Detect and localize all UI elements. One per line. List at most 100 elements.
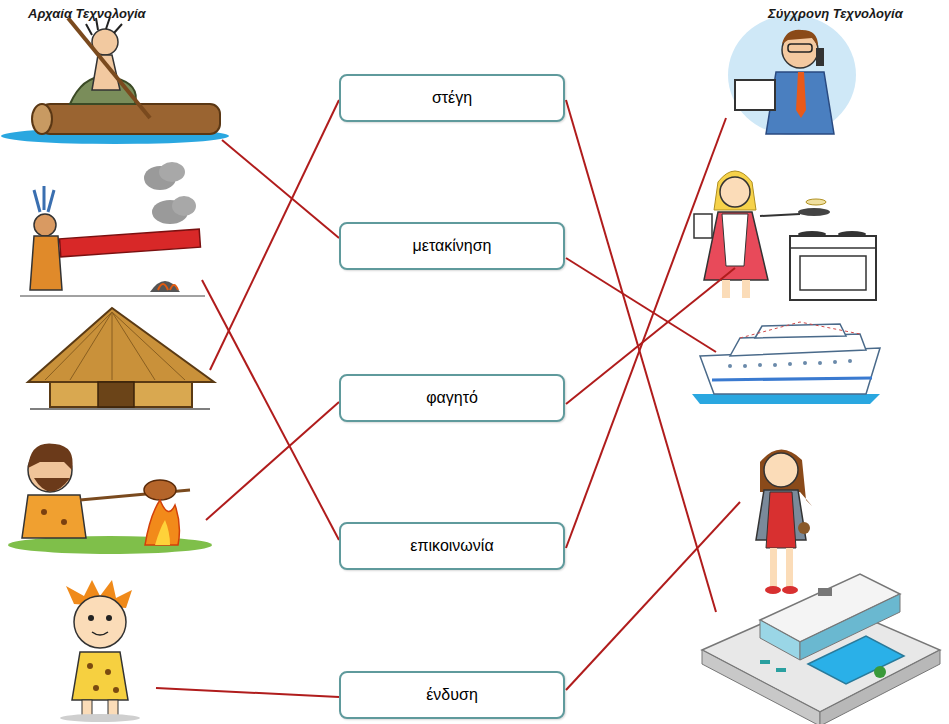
smoke-signal-picture: [20, 162, 205, 296]
caveman-cooking-picture-part: [22, 495, 86, 538]
log-boat-picture-part: [40, 104, 220, 134]
child-in-skin-picture-part: [105, 669, 111, 675]
modern-house-picture-part: [808, 636, 904, 684]
cook-stove-picture-part: [798, 231, 826, 237]
matching-line-part: [566, 118, 726, 548]
cruise-ship-picture-part-part: [833, 360, 837, 364]
term-text: επικοινωνία: [410, 536, 493, 555]
cook-stove-picture-part: [806, 199, 826, 205]
modern-house-picture-part: [702, 650, 820, 724]
cruise-ship-picture-part: [692, 394, 880, 404]
caveman-cooking-picture-part: [28, 444, 73, 471]
caveman-cooking-picture-part: [61, 519, 67, 525]
cruise-ship-picture-part-part: [803, 361, 807, 365]
child-in-skin-picture-part: [113, 687, 119, 693]
businessman-picture-part: [766, 72, 834, 134]
businessman-picture-part: [735, 80, 775, 110]
smoke-signal-picture-part: [159, 162, 185, 182]
cruise-ship-picture-part-part: [788, 362, 792, 366]
cook-stove-picture-part: [722, 280, 730, 298]
hut-picture-part: [98, 382, 134, 407]
cruise-ship-picture-part: [728, 359, 852, 368]
businessman-picture-part: [728, 15, 856, 135]
businessman-picture-part: [816, 48, 824, 66]
term-box: επικοινωνία: [339, 522, 565, 570]
smoke-signal-picture-part: [172, 196, 196, 216]
cook-stove-picture-part: [798, 208, 830, 216]
matching-line-part: [156, 688, 339, 697]
child-in-skin-picture-part: [74, 596, 126, 648]
term-box: μετακίνηση: [339, 222, 565, 270]
child-in-skin-picture-part: [88, 615, 94, 621]
cruise-ship-picture-part: [740, 322, 860, 338]
caveman-cooking-picture-part: [34, 478, 70, 492]
hut-picture-part: [28, 308, 214, 382]
cruise-ship-picture-part: [712, 378, 872, 380]
hut-picture-part: [45, 312, 185, 380]
caveman-cooking-picture: [8, 444, 212, 555]
matching-line-part: [566, 258, 716, 352]
cook-stove-picture-part: [704, 212, 768, 280]
smoke-signal-picture-part: [34, 186, 54, 212]
matching-line-part: [206, 402, 339, 520]
smoke-signal-picture-part: [20, 296, 205, 297]
child-in-skin-picture-part: [60, 714, 140, 722]
term-text: φαγητό: [426, 388, 478, 407]
matching-line-part: [566, 100, 716, 612]
dressed-girl-picture-part: [782, 586, 798, 594]
businessman-picture-part: [788, 44, 812, 52]
modern-house-picture: [702, 574, 940, 724]
cook-stove-picture-part: [790, 236, 876, 300]
dressed-girl-picture-part: [765, 586, 781, 594]
smoke-signal-picture-part: [150, 281, 180, 292]
cook-stove-picture: [694, 171, 876, 300]
log-boat-picture: [1, 17, 229, 144]
matching-line-part: [210, 100, 339, 370]
cruise-ship-picture-part-part: [818, 361, 822, 365]
cook-stove-picture-part: [694, 214, 712, 238]
dressed-girl-picture-part: [798, 522, 810, 534]
cook-stove-picture-part: [722, 214, 748, 266]
log-boat-picture-part: [68, 18, 150, 118]
caveman-cooking-picture-part: [155, 520, 170, 545]
smoke-signal-picture-part: [158, 284, 178, 290]
term-text: στέγη: [432, 88, 472, 107]
term-box: φαγητό: [339, 374, 565, 422]
column-heading: Αρχαία Τεχνολογία: [28, 6, 146, 21]
child-in-skin-picture-part: [106, 615, 112, 621]
child-in-skin-picture-part: [108, 700, 118, 716]
child-in-skin-picture: [60, 580, 140, 722]
cook-stove-picture-part: [760, 214, 800, 216]
smoke-signal-picture-part: [60, 229, 201, 257]
cruise-ship-picture-part-part: [743, 364, 747, 368]
cook-stove-picture-part: [742, 280, 750, 298]
column-heading: Σύγχρονη Τεχνολογία: [768, 6, 903, 21]
child-in-skin-picture-part: [82, 700, 92, 716]
cruise-ship-picture: [692, 322, 880, 404]
hut-picture: [28, 308, 214, 409]
child-in-skin-picture-part: [93, 685, 99, 691]
smoke-signal-picture-part: [34, 214, 56, 236]
hut-picture-part: [30, 408, 210, 410]
matching-line: [156, 100, 740, 697]
dressed-girl-picture-part: [770, 548, 777, 588]
modern-house-picture-part: [818, 588, 832, 596]
modern-house-picture-part: [776, 668, 786, 672]
modern-house-picture-part: [760, 620, 800, 660]
cruise-ship-picture-part: [700, 348, 880, 394]
cruise-ship-picture-part-part: [773, 363, 777, 367]
child-in-skin-picture-part: [72, 652, 128, 700]
dressed-girl-picture-part: [786, 548, 793, 588]
dressed-girl-picture-part: [764, 453, 798, 487]
child-in-skin-picture-part: [92, 632, 108, 635]
smoke-signal-picture-part: [30, 236, 62, 290]
cook-stove-picture-part: [714, 171, 756, 210]
matching-line-part: [566, 268, 735, 404]
dressed-girl-picture: [756, 449, 812, 594]
term-box: ένδυση: [339, 671, 565, 719]
dressed-girl-picture-part: [766, 492, 796, 548]
caveman-cooking-picture-part: [144, 480, 176, 500]
term-text: ένδυση: [426, 685, 478, 704]
